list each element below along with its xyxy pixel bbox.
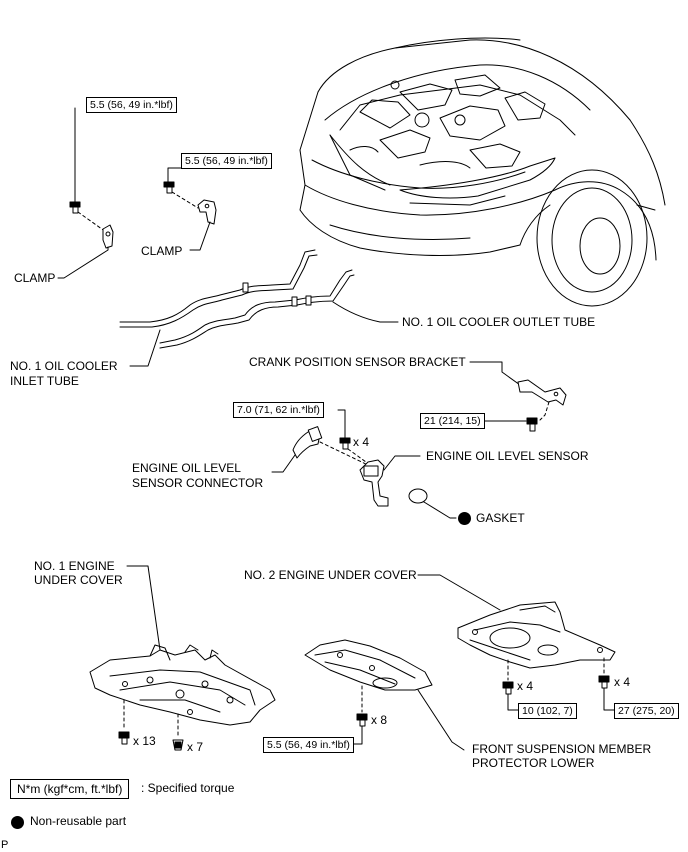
no1-cover-bolt-b-qty: x 7 bbox=[187, 740, 204, 754]
crank-bracket-bolt-icon bbox=[526, 417, 538, 432]
level-sensor-label: ENGINE OIL LEVEL SENSOR bbox=[426, 449, 589, 463]
legend-torque-desc: : Specified torque bbox=[141, 781, 235, 795]
protector-lower-assembly bbox=[304, 639, 465, 751]
level-sensor-torque-spec: 7.0 (71, 62 in.*lbf) bbox=[233, 402, 324, 418]
no2-under-cover-label: NO. 2 ENGINE UNDER COVER bbox=[244, 568, 417, 582]
outlet-tube-label: NO. 1 OIL COOLER OUTLET TUBE bbox=[402, 315, 596, 329]
clamp-left-torque-spec: 5.5 (56, 49 in.*lbf) bbox=[86, 97, 177, 113]
no1-under-cover-bolt-a-icon bbox=[118, 731, 130, 745]
protector-lower-bolt-icon bbox=[356, 713, 368, 727]
no1-under-cover-bolt-b-icon bbox=[172, 739, 184, 751]
clamp-mid-torque-spec: 5.5 (56, 49 in.*lbf) bbox=[181, 153, 272, 169]
no2-under-cover-bolt-a-icon bbox=[502, 681, 514, 695]
oil-level-sensor-assembly bbox=[271, 409, 457, 519]
legend-torque-unit: N*m (kgf*cm, ft.*lbf) bbox=[10, 779, 130, 799]
legend-non-reusable-icon bbox=[11, 816, 24, 829]
level-sensor-qty: x 4 bbox=[353, 435, 370, 449]
protector-label-line2: PROTECTOR LOWER bbox=[472, 756, 595, 770]
protector-torque-spec: 5.5 (56, 49 in.*lbf) bbox=[263, 737, 354, 753]
crank-bracket-torque-spec: 21 (214, 15) bbox=[420, 413, 485, 429]
gasket-non-reusable-icon bbox=[458, 512, 471, 525]
inlet-tube-label-line1: NO. 1 OIL COOLER bbox=[10, 359, 118, 373]
clamp-mid-assembly bbox=[163, 167, 217, 251]
no1-cover-bolt-a-qty: x 13 bbox=[133, 734, 156, 748]
crank-bracket-label: CRANK POSITION SENSOR BRACKET bbox=[249, 355, 466, 369]
clamp-left-assembly bbox=[57, 107, 114, 279]
vehicle-front-illustration bbox=[299, 37, 666, 307]
no1-under-cover-label-line2: UNDER COVER bbox=[34, 573, 123, 587]
gasket-icon bbox=[408, 488, 428, 504]
no1-under-cover-assembly bbox=[89, 565, 276, 751]
no2-under-cover-assembly bbox=[417, 574, 616, 711]
inlet-tube-label-line2: INLET TUBE bbox=[10, 374, 79, 388]
no1-under-cover-label-line1: NO. 1 ENGINE bbox=[34, 559, 115, 573]
no2-cover-bolt-a-qty: x 4 bbox=[517, 679, 534, 693]
legend-non-reusable-label: Non-reusable part bbox=[30, 814, 127, 828]
no2-cover-bolt-a-torque-spec: 10 (102, 7) bbox=[518, 703, 577, 719]
clamp-mid-bolt-icon bbox=[163, 181, 175, 194]
level-connector-label-line1: ENGINE OIL LEVEL bbox=[132, 461, 241, 475]
gasket-label: GASKET bbox=[476, 511, 525, 525]
no2-cover-bolt-b-qty: x 4 bbox=[614, 675, 631, 689]
crank-position-bracket-assembly bbox=[469, 361, 567, 432]
corner-mark: P bbox=[1, 839, 9, 851]
no2-cover-bolt-b-torque-spec: 27 (275, 20) bbox=[614, 703, 679, 719]
no2-under-cover-icon bbox=[457, 601, 616, 669]
oil-cooler-tubes bbox=[119, 249, 399, 367]
clamp-mid-label: CLAMP bbox=[141, 244, 183, 258]
no2-under-cover-bolt-b-icon bbox=[598, 675, 610, 689]
clamp-mid-icon bbox=[197, 199, 217, 225]
protector-label-line1: FRONT SUSPENSION MEMBER bbox=[472, 742, 652, 756]
no1-under-cover-icon bbox=[89, 649, 276, 726]
clamp-left-label: CLAMP bbox=[14, 271, 56, 285]
level-sensor-bolt-icon bbox=[339, 437, 351, 450]
level-connector-label-line2: SENSOR CONNECTOR bbox=[132, 476, 264, 490]
protector-bolt-qty: x 8 bbox=[371, 713, 388, 727]
crank-bracket-icon bbox=[517, 379, 567, 406]
protector-lower-icon bbox=[304, 639, 433, 691]
clamp-left-bolt-icon bbox=[69, 201, 81, 214]
